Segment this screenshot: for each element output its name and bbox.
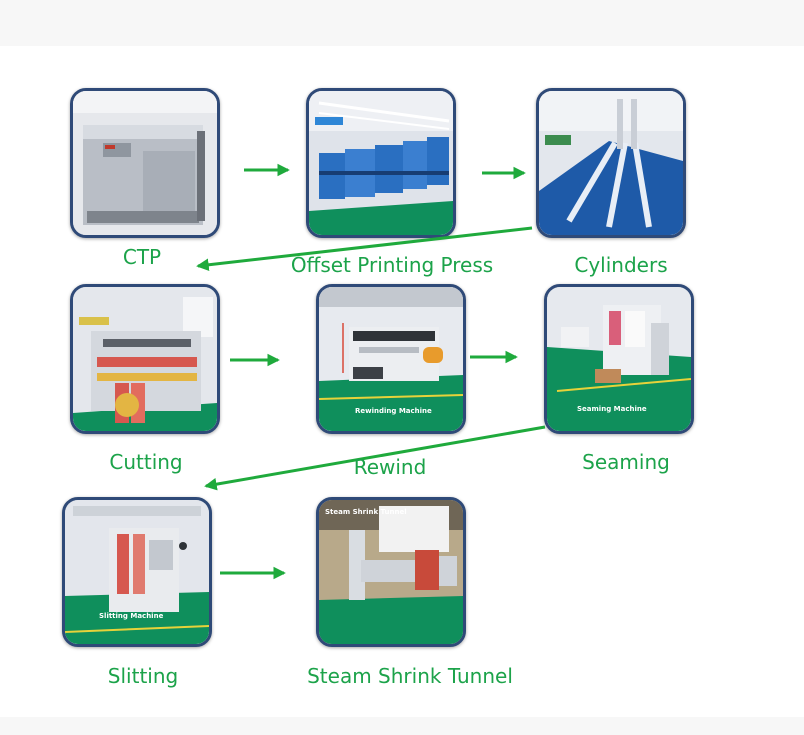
step-label-steam-shrink-tunnel: Steam Shrink Tunnel bbox=[307, 664, 513, 688]
step-label-seaming: Seaming bbox=[582, 450, 670, 474]
step-label-slitting: Slitting bbox=[108, 664, 178, 688]
step-label-ctp: CTP bbox=[123, 245, 161, 269]
step-label-rewind: Rewind bbox=[354, 455, 427, 479]
step-label-cutting: Cutting bbox=[109, 450, 182, 474]
bottom-margin-band bbox=[0, 717, 804, 735]
step-label-offset-printing-press: Offset Printing Press bbox=[291, 253, 493, 277]
step-label-cylinders: Cylinders bbox=[574, 253, 667, 277]
